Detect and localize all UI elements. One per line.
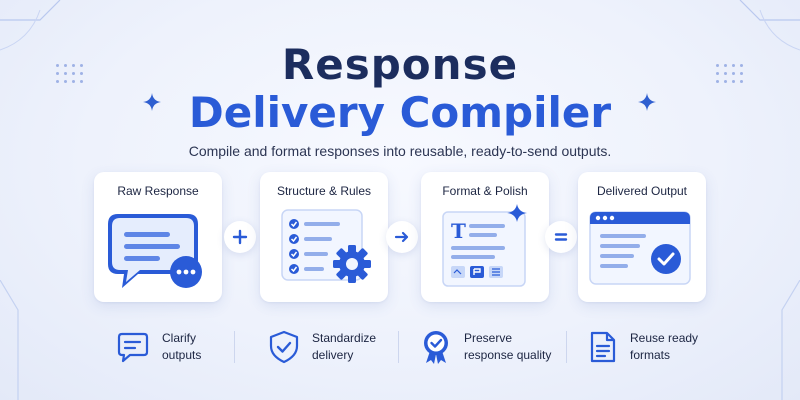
feature-label-line1: Preserve xyxy=(464,331,513,345)
step-card-raw-response: Raw Response xyxy=(94,172,222,302)
feature-label: Preserve response quality xyxy=(464,330,574,364)
dot-grid-left xyxy=(56,64,83,83)
document-format-icon: T xyxy=(442,204,527,287)
feature-clarify-outputs: Clarify outputs xyxy=(116,323,262,371)
document-icon xyxy=(590,331,616,363)
chat-bubble-icon xyxy=(108,214,202,288)
sparkle-icon-left xyxy=(143,93,161,111)
window-check-icon xyxy=(589,211,691,285)
top-left-corner-decoration xyxy=(0,0,61,51)
step-label: Structure & Rules xyxy=(276,184,372,198)
arrow-operator xyxy=(386,221,418,253)
feature-label: Clarify outputs xyxy=(162,330,262,364)
title-line-2: Delivery Compiler xyxy=(188,88,612,137)
feature-label-line2: delivery xyxy=(312,348,354,362)
plus-operator xyxy=(224,221,256,253)
award-badge-icon xyxy=(424,331,448,364)
feature-standardize-delivery: Standardize delivery xyxy=(268,323,412,371)
equals-operator xyxy=(545,221,577,253)
feature-label: Reuse ready formats xyxy=(630,330,730,364)
step-label: Format & Polish xyxy=(442,184,528,198)
feature-label-line1: Clarify xyxy=(162,331,197,345)
message-lines-icon xyxy=(117,332,149,363)
feature-label-line2: outputs xyxy=(162,348,202,362)
equals-icon xyxy=(554,233,568,241)
feature-divider xyxy=(234,331,235,363)
feature-label-line2: formats xyxy=(630,348,671,362)
svg-text:T: T xyxy=(451,219,466,243)
title-line-1: Response xyxy=(281,40,519,89)
step-card-format-polish: Format & Polish T xyxy=(421,172,549,302)
feature-label-line1: Reuse ready xyxy=(630,331,699,345)
bottom-left-corner-decoration xyxy=(0,280,19,400)
feature-label: Standardize delivery xyxy=(312,330,412,364)
checklist-gear-icon xyxy=(281,209,371,283)
sparkle-icon-right xyxy=(638,93,656,111)
step-card-structure-rules: Structure & Rules xyxy=(260,172,388,302)
feature-label-line2: response quality xyxy=(464,348,552,362)
subtitle: Compile and format responses into reusab… xyxy=(188,143,612,159)
feature-divider xyxy=(398,331,399,363)
step-label: Raw Response xyxy=(117,184,199,198)
step-label: Delivered Output xyxy=(596,184,688,198)
bottom-right-corner-decoration xyxy=(781,280,800,400)
feature-preserve-quality: Preserve response quality xyxy=(420,323,574,371)
dot-grid-right xyxy=(716,64,743,83)
step-card-delivered-output: Delivered Output xyxy=(578,172,706,302)
shield-check-icon xyxy=(269,330,299,364)
arrow-right-icon xyxy=(394,231,409,243)
plus-icon xyxy=(232,229,248,245)
feature-divider xyxy=(566,331,567,363)
feature-label-line1: Standardize xyxy=(312,331,377,345)
top-right-corner-decoration xyxy=(739,0,800,51)
feature-reuse-formats: Reuse ready formats xyxy=(588,323,730,371)
